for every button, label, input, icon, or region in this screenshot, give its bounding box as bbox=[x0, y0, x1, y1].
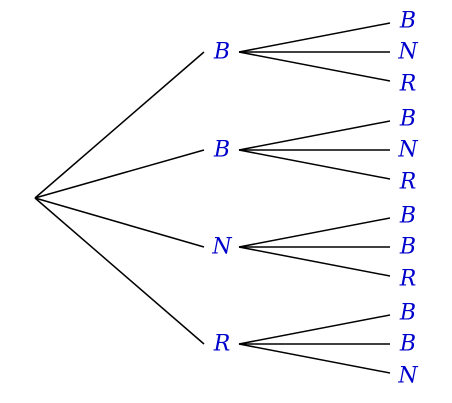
edge-1-to-3 bbox=[238, 51, 391, 82]
level2-node-4-3: N bbox=[397, 364, 418, 389]
edge-root-to-3 bbox=[34, 197, 205, 248]
edge-root-to-1 bbox=[34, 51, 205, 199]
level2-node-1-3: R bbox=[399, 72, 417, 97]
tree-edges bbox=[34, 22, 391, 374]
level1-node-4: R bbox=[213, 332, 231, 357]
edge-root-to-2 bbox=[34, 149, 205, 199]
level2-node-3-3: R bbox=[399, 267, 417, 292]
edge-4-to-1 bbox=[238, 314, 391, 345]
level2-node-2-1: B bbox=[399, 107, 416, 132]
level1-node-1: B bbox=[213, 40, 230, 65]
edge-root-to-4 bbox=[34, 197, 205, 345]
level2-node-3-1: B bbox=[399, 204, 416, 229]
level2-node-1-2: N bbox=[397, 40, 418, 65]
edge-2-to-3 bbox=[238, 149, 391, 180]
level2-node-1-1: B bbox=[399, 9, 416, 34]
edge-3-to-1 bbox=[238, 217, 391, 248]
level2-node-4-1: B bbox=[399, 301, 416, 326]
level1-node-3: N bbox=[211, 235, 232, 260]
edge-3-to-3 bbox=[238, 246, 391, 277]
edge-2-to-1 bbox=[238, 120, 391, 151]
level2-node-2-3: R bbox=[399, 170, 417, 195]
level2-node-2-2: N bbox=[397, 138, 418, 163]
edge-1-to-1 bbox=[238, 22, 391, 53]
level2-node-3-2: B bbox=[399, 235, 416, 260]
level2-node-4-2: B bbox=[399, 332, 416, 357]
level1-node-2: B bbox=[213, 138, 230, 163]
edge-4-to-3 bbox=[238, 343, 391, 374]
